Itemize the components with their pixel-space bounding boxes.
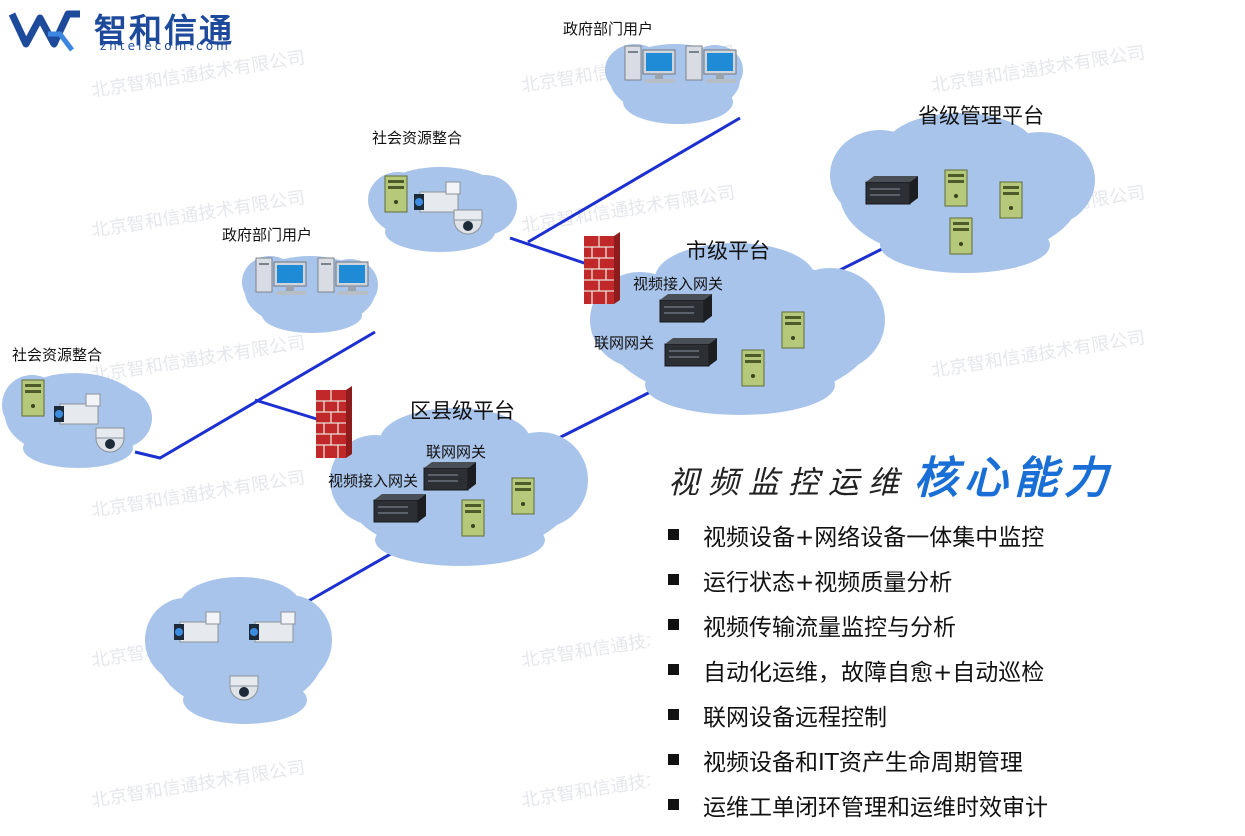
link-county-firewall-branch	[254, 398, 321, 422]
link-gov-mid-to-social-left	[134, 330, 376, 460]
server-icon	[944, 169, 968, 207]
capabilities-title-emphasis: 核心能力	[914, 453, 1114, 504]
capabilities-list: 视频设备+网络设备一体集中监控 运行状态+视频质量分析 视频传输流量监控与分析 …	[668, 512, 1048, 827]
gateway-icon	[373, 493, 427, 523]
list-item: 联网设备远程控制	[668, 692, 1048, 737]
logo-domain: zhtelecom.com	[100, 39, 231, 53]
gateway-icon	[865, 175, 919, 205]
server-icon	[384, 175, 408, 213]
label-city-platform: 市级平台	[686, 239, 770, 263]
logo-name: 智和信通	[94, 11, 234, 50]
square-bullet-icon	[668, 799, 679, 810]
list-item: 视频设备和IT资产生命周期管理	[668, 737, 1048, 782]
list-item: 运行状态+视频质量分析	[668, 557, 1048, 602]
label-city-network-gateway: 联网网关	[594, 334, 655, 352]
server-icon	[741, 349, 765, 387]
label-gov-users-top: 政府部门用户	[563, 20, 654, 38]
brand-logo: 智和信通 zhtelecom.com	[8, 4, 268, 56]
server-icon	[21, 379, 45, 417]
capabilities-title: 视频监控运维核心能力	[668, 442, 1114, 506]
server-icon	[781, 311, 805, 349]
square-bullet-icon	[668, 664, 679, 675]
camera-dome-icon	[453, 209, 483, 235]
label-social-resources-left: 社会资源整合	[12, 346, 103, 364]
capability-text: 视频设备+网络设备一体集中监控	[703, 524, 1045, 551]
square-bullet-icon	[668, 619, 679, 630]
capability-text: 视频传输流量监控与分析	[703, 614, 956, 641]
label-city-video-gateway: 视频接入网关	[633, 275, 724, 293]
capabilities-title-prefix: 视频监控运维	[668, 465, 908, 501]
camera-dome-icon	[229, 675, 259, 701]
label-county-video-gateway: 视频接入网关	[328, 472, 419, 490]
logo-mark-icon	[8, 10, 80, 52]
server-icon	[511, 477, 535, 515]
server-icon	[999, 181, 1023, 219]
capability-text: 视频设备和IT资产生命周期管理	[703, 749, 1023, 776]
link-gov-top-to-social	[527, 116, 741, 244]
list-item: 运维工单闭环管理和运维时效审计	[668, 782, 1048, 827]
capability-text: 运维工单闭环管理和运维时效审计	[703, 794, 1048, 821]
label-provincial-platform: 省级管理平台	[918, 104, 1044, 128]
label-county-network-gateway: 联网网关	[426, 443, 487, 461]
firewall-icon	[315, 385, 353, 459]
cloud-cameras	[145, 577, 332, 724]
gateway-icon	[659, 293, 713, 323]
label-social-resources-upper: 社会资源整合	[372, 129, 463, 147]
core-capabilities-panel: 视频监控运维核心能力 视频设备+网络设备一体集中监控 运行状态+视频质量分析 视…	[650, 430, 1210, 830]
square-bullet-icon	[668, 529, 679, 540]
list-item: 视频设备+网络设备一体集中监控	[668, 512, 1048, 557]
gateway-icon	[423, 461, 477, 491]
square-bullet-icon	[668, 574, 679, 585]
server-icon	[949, 217, 973, 255]
square-bullet-icon	[668, 709, 679, 720]
capability-text: 运行状态+视频质量分析	[703, 569, 953, 596]
list-item: 视频传输流量监控与分析	[668, 602, 1048, 647]
capability-text: 自动化运维，故障自愈+自动巡检	[703, 659, 1045, 686]
gateway-icon	[664, 337, 718, 367]
label-gov-users-mid: 政府部门用户	[222, 226, 313, 244]
square-bullet-icon	[668, 754, 679, 765]
firewall-icon	[583, 231, 621, 305]
label-county-platform: 区县级平台	[410, 399, 515, 423]
capability-text: 联网设备远程控制	[703, 704, 887, 731]
link-social-upper-to-city	[509, 236, 591, 267]
server-icon	[461, 499, 485, 537]
list-item: 自动化运维，故障自愈+自动巡检	[668, 647, 1048, 692]
camera-dome-icon	[95, 427, 125, 453]
